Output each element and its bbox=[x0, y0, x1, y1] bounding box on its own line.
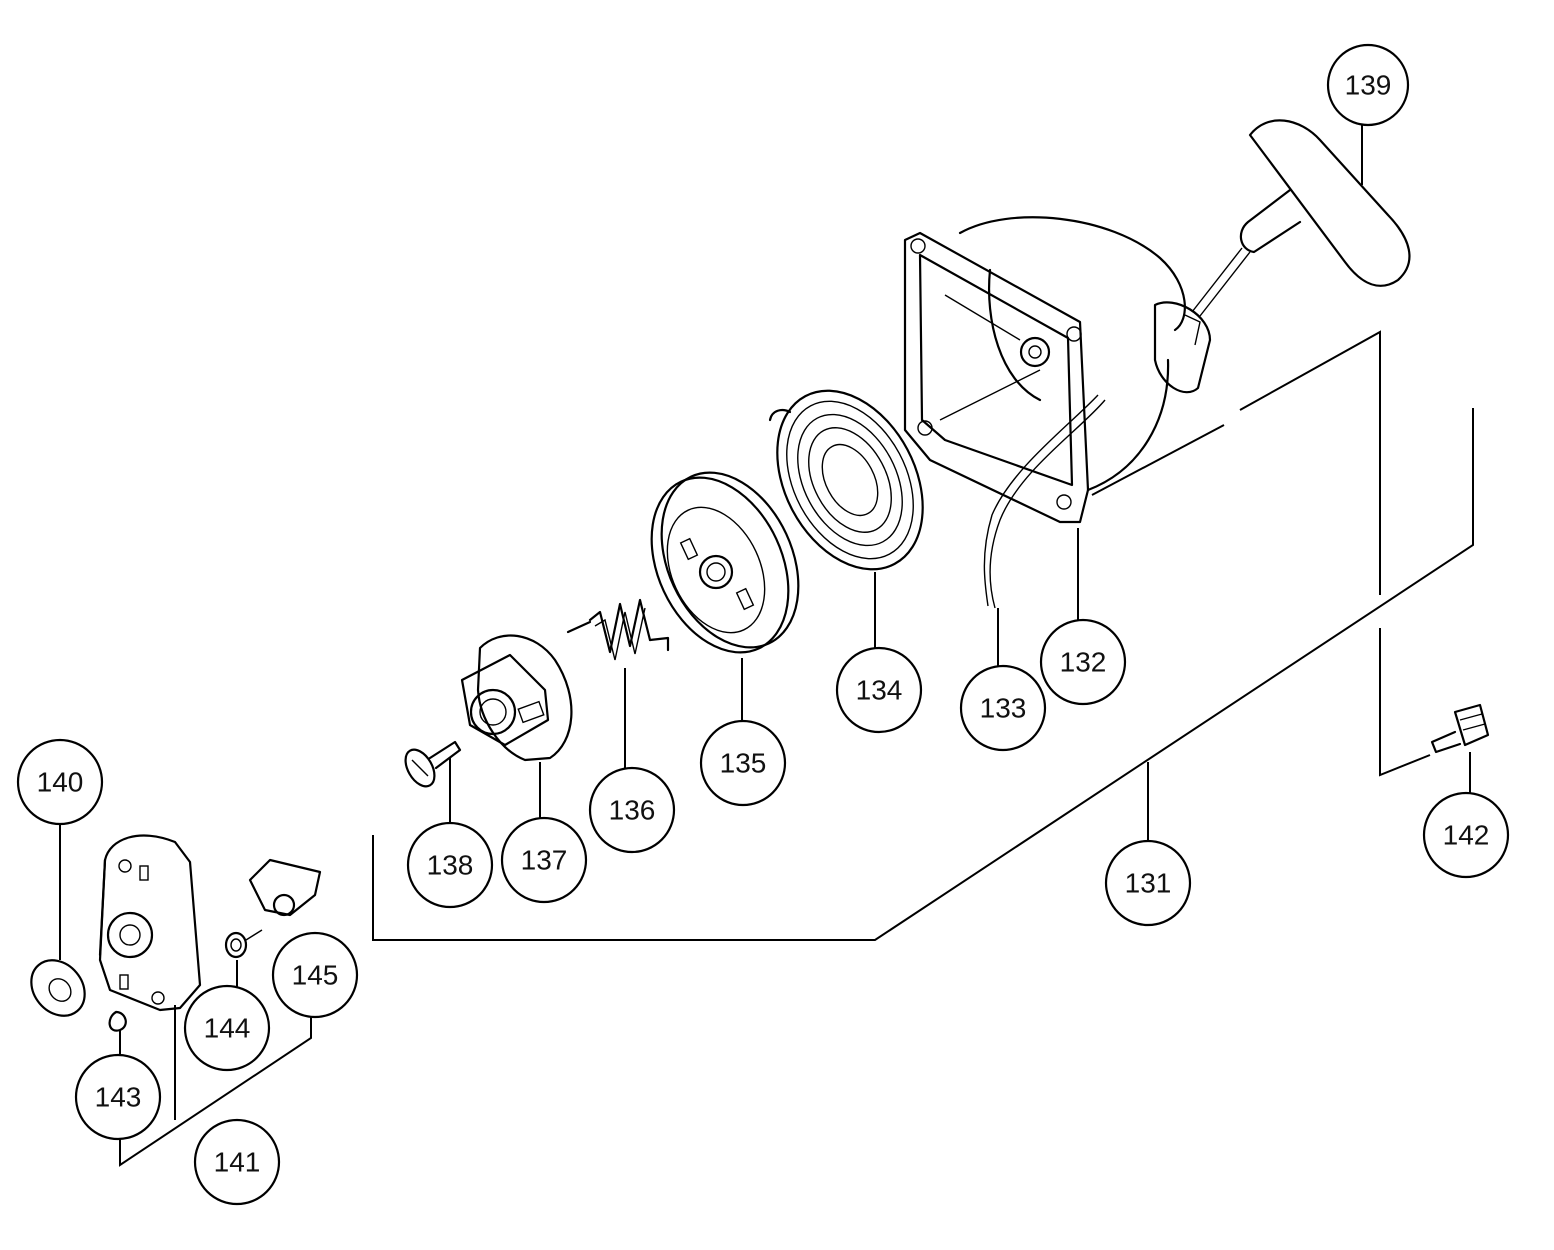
callout-136: 136 bbox=[588, 766, 676, 854]
recoil-spring-134 bbox=[768, 389, 924, 571]
svg-text:145: 145 bbox=[292, 960, 339, 991]
starter-housing-132 bbox=[903, 216, 1212, 524]
svg-text:137: 137 bbox=[521, 845, 568, 876]
svg-text:132: 132 bbox=[1060, 647, 1107, 678]
svg-text:133: 133 bbox=[980, 693, 1027, 724]
svg-text:141: 141 bbox=[214, 1147, 261, 1178]
callout-145: 145 bbox=[271, 931, 359, 1019]
starter-rope-133 bbox=[983, 394, 1106, 609]
callout-133: 133 bbox=[959, 664, 1047, 752]
rope-reel-135 bbox=[650, 471, 800, 654]
circlip-143 bbox=[108, 1010, 127, 1032]
spring-144 bbox=[224, 929, 263, 959]
callout-132: 132 bbox=[1039, 618, 1127, 706]
callout-139: 139 bbox=[1326, 43, 1410, 127]
screw-138 bbox=[404, 740, 462, 788]
svg-text:138: 138 bbox=[427, 850, 474, 881]
svg-text:131: 131 bbox=[1125, 868, 1172, 899]
leader-lines bbox=[59, 125, 1471, 1055]
bolt-142 bbox=[1430, 703, 1490, 754]
callout-138: 138 bbox=[406, 821, 494, 909]
callout-137: 137 bbox=[500, 816, 588, 904]
callout-142: 142 bbox=[1422, 791, 1510, 879]
pawl-145 bbox=[248, 858, 322, 917]
ratchet-pawl-137 bbox=[460, 634, 573, 762]
svg-text:136: 136 bbox=[609, 795, 656, 826]
svg-text:143: 143 bbox=[95, 1082, 142, 1113]
nut-140 bbox=[30, 959, 86, 1017]
callout-143: 143 bbox=[74, 1053, 162, 1141]
assembly-bracket-132 bbox=[1091, 330, 1431, 777]
svg-text:135: 135 bbox=[720, 748, 767, 779]
svg-text:140: 140 bbox=[37, 767, 84, 798]
starter-handle-139 bbox=[1191, 119, 1411, 317]
pawl-spring-136 bbox=[566, 598, 670, 661]
callout-144: 144 bbox=[183, 984, 271, 1072]
svg-text:134: 134 bbox=[856, 675, 903, 706]
svg-text:139: 139 bbox=[1345, 70, 1392, 101]
callout-131: 131 bbox=[1104, 839, 1192, 927]
callout-135: 135 bbox=[699, 719, 787, 807]
svg-text:142: 142 bbox=[1443, 820, 1490, 851]
drive-plate-141 bbox=[98, 834, 202, 1012]
callout-140: 140 bbox=[16, 738, 104, 826]
callout-141: 141 bbox=[193, 1118, 281, 1206]
svg-text:144: 144 bbox=[204, 1013, 251, 1044]
assembly-bracket-131 bbox=[372, 408, 1474, 941]
callout-134: 134 bbox=[835, 646, 923, 734]
